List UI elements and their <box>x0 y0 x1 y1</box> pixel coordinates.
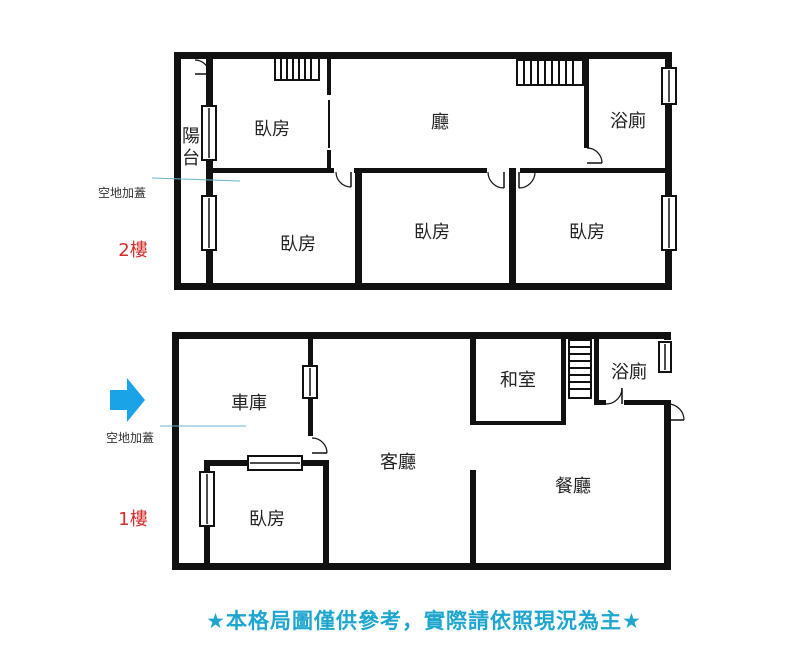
wall <box>327 150 331 170</box>
room-label-hall: 廳 <box>431 112 449 133</box>
room-label-garage: 車庫 <box>231 393 267 414</box>
room-label-bathroom: 浴廁 <box>610 110 646 132</box>
room-label-bedroom: 臥房 <box>414 222 450 243</box>
window <box>661 195 677 251</box>
wall <box>584 52 589 148</box>
door <box>194 59 210 75</box>
wall <box>172 563 671 570</box>
window <box>661 67 677 105</box>
wall <box>174 52 181 290</box>
room-label-dining-room: 餐廳 <box>555 476 591 497</box>
room-label-bathroom: 浴廁 <box>611 361 647 383</box>
room-label-bedroom: 臥房 <box>254 119 290 140</box>
wall <box>664 400 671 570</box>
floor-label-1f: 1樓 <box>118 509 147 530</box>
wall <box>470 470 476 570</box>
wall <box>206 168 334 173</box>
open-land-label: 空地加蓋 <box>98 186 146 200</box>
floor-1-plan: 車庫 客廳 和室 浴廁 餐廳 臥房 空地加蓋 1樓 <box>106 332 685 570</box>
window <box>247 455 303 471</box>
wall <box>323 460 329 570</box>
wall <box>172 332 179 570</box>
room-label-balcony-2: 台 <box>182 148 200 169</box>
door <box>586 147 603 164</box>
door <box>667 403 685 421</box>
window <box>201 195 217 251</box>
room-label-bedroom: 臥房 <box>249 509 285 530</box>
wall <box>594 332 599 404</box>
room-label-bedroom: 臥房 <box>280 234 316 255</box>
room-label-bedroom: 臥房 <box>569 222 605 243</box>
wall <box>664 332 671 340</box>
room-label-living-room: 客廳 <box>380 452 416 473</box>
wall <box>327 55 331 95</box>
wall <box>624 400 671 405</box>
entrance-arrow-icon <box>110 378 145 422</box>
wall <box>354 168 487 173</box>
wall <box>172 332 671 339</box>
window <box>658 341 672 373</box>
wall <box>470 332 476 424</box>
window <box>302 365 318 399</box>
window <box>199 471 215 527</box>
door <box>518 171 536 189</box>
staircase <box>274 57 320 81</box>
floor-2-plan: 臥房 廳 浴廁 陽 台 臥房 臥房 臥房 空地加蓋 2樓 <box>98 52 677 290</box>
wall <box>561 332 566 425</box>
open-land-label: 空地加蓋 <box>106 431 154 445</box>
disclaimer-note: ★本格局圖僅供參考，實際請依照現況為主★ <box>206 609 642 633</box>
room-label-japanese-room: 和室 <box>500 370 536 391</box>
wall <box>520 168 600 173</box>
staircase <box>516 59 584 86</box>
door <box>335 171 352 188</box>
door <box>311 437 328 454</box>
room-label-balcony-1: 陽 <box>182 126 200 147</box>
wall <box>174 52 672 59</box>
window <box>201 105 217 161</box>
floor-label-2f: 2樓 <box>118 240 147 261</box>
wall <box>594 400 606 405</box>
leader-line <box>151 177 241 182</box>
wall <box>174 283 672 290</box>
wall <box>355 168 362 288</box>
door <box>605 387 623 405</box>
wall <box>600 168 672 173</box>
staircase <box>568 339 592 399</box>
wall <box>509 168 516 288</box>
door <box>487 171 505 189</box>
